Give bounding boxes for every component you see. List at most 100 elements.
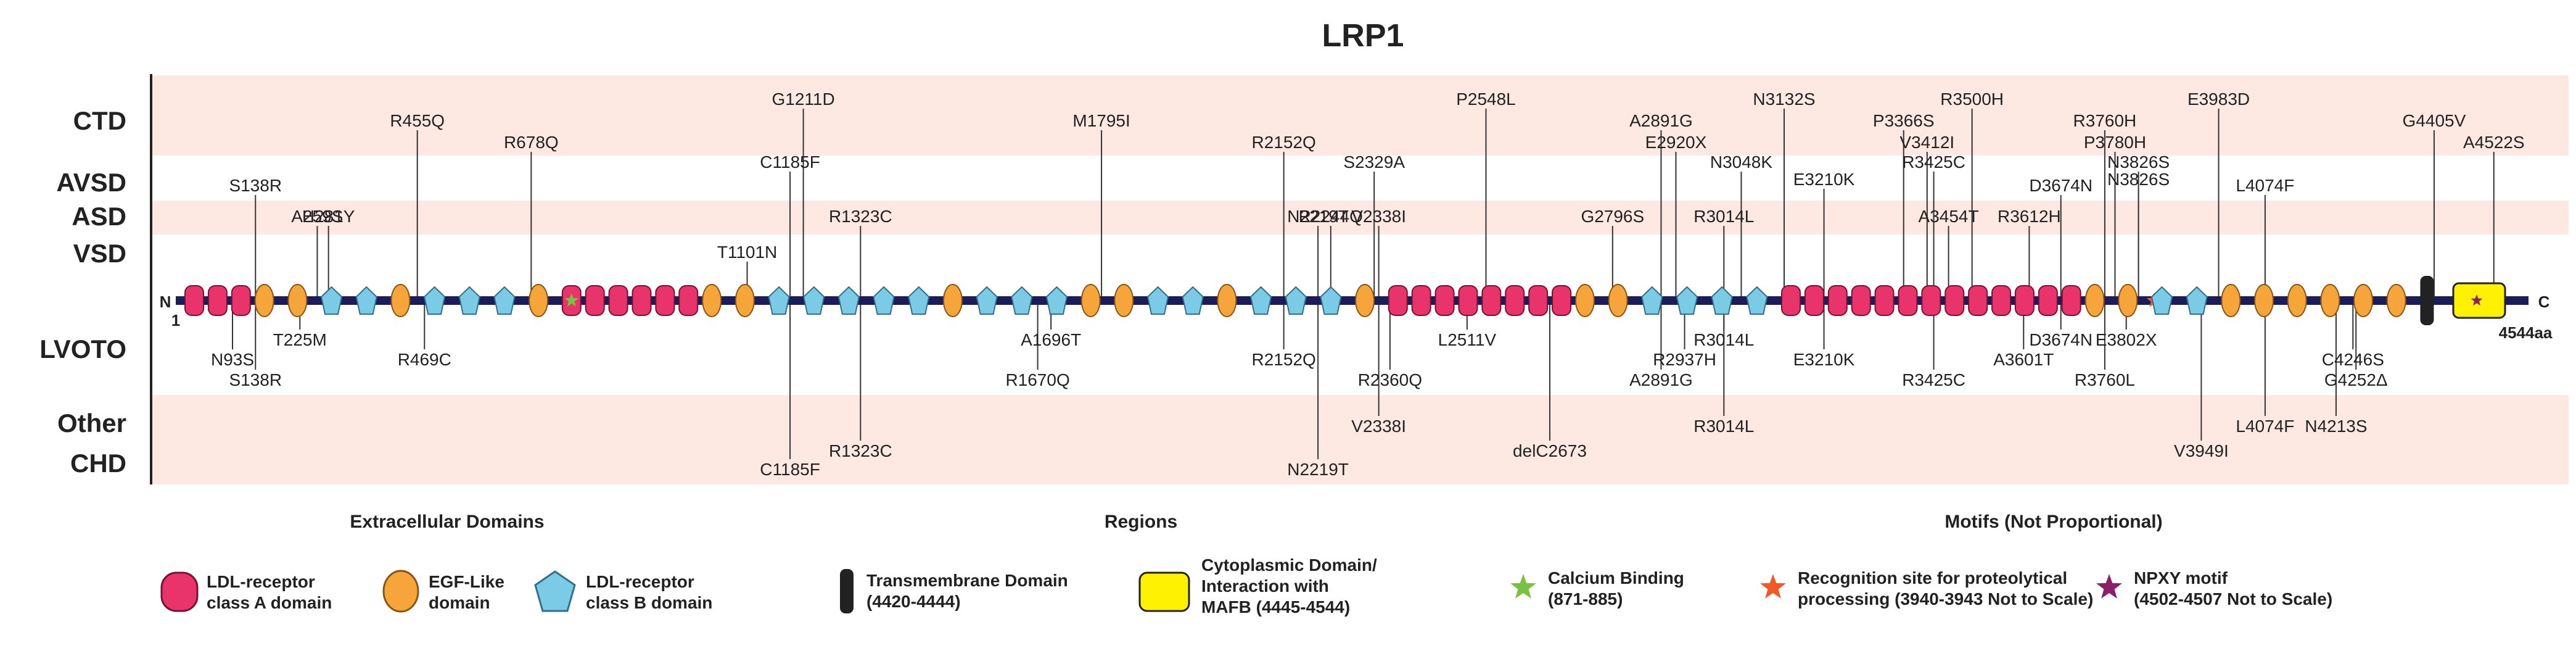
mutation-label: D3674N (2029, 176, 2092, 195)
mutation-label: E3802X (2096, 330, 2157, 349)
ldl-a-domain (1827, 285, 1848, 316)
ldl-a-domain (1458, 285, 1478, 316)
mutation-label: N93S (211, 350, 254, 369)
mutation-label: R3425C (1902, 370, 1965, 389)
transmembrane-domain (2420, 276, 2434, 325)
mutation-label: G2796S (1581, 207, 1644, 226)
ldl-a-domain (2061, 285, 2081, 316)
category-band (151, 75, 2569, 156)
mutation-label: R1323C (829, 207, 892, 226)
ldl-b-domain (908, 286, 930, 315)
legend-calcium-line1: Calcium Binding (1548, 568, 1684, 588)
legend-tm-line1: Transmembrane Domain (866, 571, 1068, 590)
ldl-a-domain (608, 285, 628, 316)
ldl-a-domain (585, 285, 605, 316)
mutation-label: L4074F (2236, 176, 2294, 195)
ldl-b-domain (423, 286, 446, 315)
mutation-label: N3132S (1753, 89, 1815, 109)
category-band (151, 201, 2569, 235)
ldl-a-domain (1991, 285, 2012, 316)
mutation-label: A259S (291, 207, 343, 226)
mutation-label: D3674N (2029, 330, 2092, 349)
mutation-label: G1211D (772, 89, 834, 109)
egf-domain (2287, 284, 2307, 317)
mutation-label: T225M (273, 330, 327, 349)
ldl-b-domain (837, 286, 860, 315)
ldl-a-domain (2038, 285, 2058, 316)
figure-title: LRP1 (1322, 18, 1404, 54)
ldl-b-domain (1746, 286, 1768, 315)
mutation-label: E2920X (1645, 133, 1707, 152)
mutation-stems (231, 109, 2495, 459)
egf-domain (1608, 284, 1628, 317)
legend-ldl-a-line1: LDL-receptor (207, 572, 315, 591)
legend-calcium-star-icon (1510, 574, 1536, 599)
mutation-label: N4213S (2305, 417, 2367, 436)
mutation-label: T1101N (717, 243, 778, 262)
mutation-label: R2244Q (1299, 207, 1363, 226)
mutation-label: M1795I (1072, 111, 1130, 130)
ldl-a-domain (207, 285, 228, 316)
mutation-label: E3210K (1793, 170, 1855, 189)
mutation-label: N2219T (1287, 207, 1349, 226)
mutation-label: S138R (229, 176, 282, 195)
mutation-label: P3780H (2084, 133, 2146, 152)
mutation-label: A2891G (1629, 370, 1693, 389)
ldl-a-domain (231, 285, 251, 316)
protein-domains (184, 276, 2506, 325)
mutation-label: R3425C (1902, 152, 1965, 172)
mutation-label: A2891G (1629, 111, 1693, 130)
mutation-label: delC2673 (1513, 441, 1587, 460)
ldl-b-domain (1182, 286, 1204, 315)
ldl-b-domain (1146, 286, 1169, 315)
category-band (151, 395, 2569, 484)
legend-npxy-line1: NPXY motif (2134, 568, 2228, 588)
mutation-label: R3760H (2073, 111, 2137, 130)
legend-calcium-line2: (871-885) (1548, 589, 1623, 609)
egf-domain (2084, 284, 2105, 317)
mutation-label: R455Q (390, 111, 445, 130)
calcium-binding-star-icon (564, 293, 579, 307)
legend-cyto-line3: MAFB (4445-4544) (1201, 597, 1350, 617)
ldl-a-domain (1528, 285, 1549, 316)
egf-domain (254, 284, 274, 317)
ldl-b-domain (1676, 286, 1698, 315)
egf-domain (2118, 284, 2138, 317)
egf-domain (2320, 284, 2340, 317)
ldl-a-domain (1388, 285, 1408, 316)
legend-ldl-a-line2: class A domain (207, 593, 332, 612)
legend-cytoplasmic-swatch (1138, 571, 1190, 612)
mutation-label: G4405V (2403, 111, 2466, 130)
legend: Extracellular Domains Regions Motifs (No… (160, 512, 2332, 617)
npxy-motif-star-icon (2471, 294, 2483, 306)
ldl-a-domain (1434, 285, 1455, 316)
mutation-label: A3601T (1993, 350, 2054, 369)
mutation-label: P3366S (1873, 111, 1935, 130)
ldl-a-domain (1552, 285, 1572, 316)
ldl-b-domain (2150, 286, 2173, 315)
ldl-b-domain (803, 286, 825, 315)
egf-domain (390, 284, 411, 317)
ldl-a-domain (1411, 285, 1431, 316)
end-position-label: 4544aa (2499, 323, 2553, 342)
legend-npxy-line2: (4502-4507 Not to Scale) (2134, 589, 2332, 609)
mutation-label: P2548L (1456, 89, 1516, 109)
category-label-vsd: VSD (73, 239, 126, 268)
ldl-a-domain (1851, 285, 1871, 316)
legend-transmembrane-swatch (840, 569, 854, 613)
legend-ldl-a-swatch (160, 571, 199, 612)
mutation-label: H281Y (302, 207, 355, 226)
egf-domain (702, 284, 722, 317)
mutation-label: S138R (229, 370, 282, 389)
mutation-label: V3949I (2174, 441, 2229, 460)
ldl-a-domain (1804, 285, 1824, 316)
egf-domain (2221, 284, 2241, 317)
legend-egf-line1: EGF-Like (429, 572, 504, 591)
mutation-label: R678Q (504, 133, 559, 152)
mutation-label: C1185F (760, 460, 820, 479)
ldl-b-domain (1711, 286, 1733, 315)
legend-heading-motifs: Motifs (Not Proportional) (1944, 512, 2162, 532)
ldl-a-domain (1921, 285, 1941, 316)
